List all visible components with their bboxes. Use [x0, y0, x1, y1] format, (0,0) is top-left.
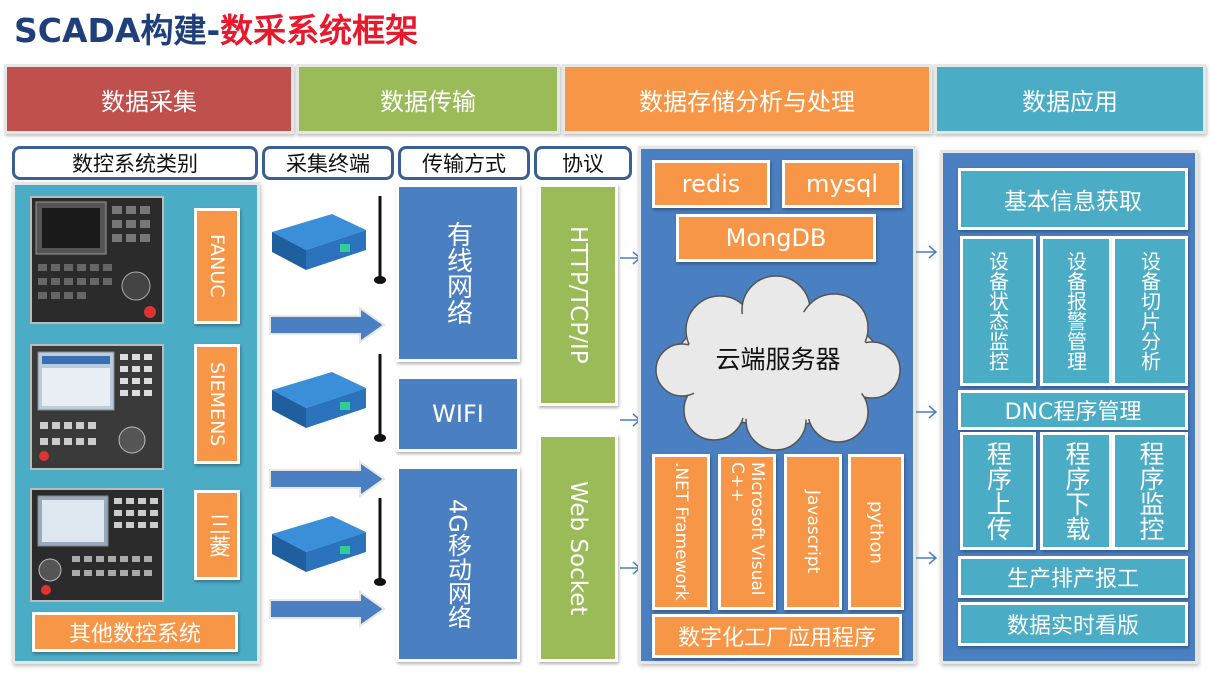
app-device-status: 设备状态监控: [960, 236, 1036, 386]
label-protocol: 协议: [534, 146, 632, 180]
brand-siemens: SIEMENS: [194, 344, 240, 464]
header-transfer: 数据传输: [296, 64, 560, 134]
gateway-device-icon-3: [272, 498, 386, 586]
protocol-websocket: Web Socket: [538, 434, 618, 662]
thin-arrow-icon-6: [916, 551, 938, 565]
brand-fanuc: FANUC: [194, 208, 240, 324]
brand-other-cnc: 其他数控系统: [32, 612, 238, 652]
arrow-right-icon-2: [269, 460, 386, 498]
app-program-download: 程序下载: [1040, 432, 1112, 550]
app-program-upload: 程序上传: [960, 432, 1036, 550]
siemens-controller-image: [30, 344, 164, 470]
db-mysql: mysql: [782, 160, 902, 208]
app-device-alarm: 设备报警管理: [1040, 236, 1112, 386]
page-title: SCADA构建-数采系统框架: [14, 4, 418, 52]
arrow-right-icon-1: [269, 306, 386, 344]
cloud-server-label: 云端服务器: [715, 345, 841, 374]
header-collect: 数据采集: [4, 64, 294, 134]
factory-app: 数字化工厂应用程序: [652, 614, 902, 658]
transport-4g: 4G移动网络: [396, 466, 520, 662]
cloud-icon: [655, 275, 901, 451]
transport-wifi: WIFI: [396, 376, 520, 452]
thin-arrow-icon-4: [916, 245, 938, 259]
fanuc-controller-image: [30, 196, 164, 324]
transport-wired: 有线网络: [396, 184, 520, 362]
header-application: 数据应用: [934, 64, 1206, 134]
thin-arrow-icon-5: [916, 405, 938, 419]
tech-python: python: [848, 454, 904, 610]
tech-javascript: Javascript: [784, 454, 842, 610]
tech-vc: Microsoft Visual C++: [718, 454, 776, 610]
label-cnc-types: 数控系统类别: [12, 146, 258, 180]
app-basic-info: 基本信息获取: [958, 168, 1188, 230]
title-main: 数采系统框架: [220, 11, 419, 50]
label-terminal: 采集终端: [262, 146, 394, 180]
gateway-device-icon-1: [272, 196, 386, 284]
header-storage: 数据存储分析与处理: [562, 64, 932, 134]
app-device-slice: 设备切片分析: [1112, 236, 1188, 386]
app-production: 生产排产报工: [958, 556, 1188, 598]
protocol-http: HTTP/TCP/IP: [538, 184, 618, 406]
gateway-device-icon-2: [272, 354, 386, 442]
brand-mitsubishi: 三菱: [194, 490, 240, 580]
db-mongodb: MongDB: [676, 214, 876, 262]
mitsubishi-controller-image: [30, 488, 164, 602]
title-prefix: SCADA构建-: [14, 11, 221, 50]
db-redis: redis: [652, 160, 770, 208]
app-program-monitor: 程序监控: [1112, 432, 1188, 550]
tech-dotnet: .NET Framework: [652, 454, 710, 610]
label-transport: 传输方式: [398, 146, 530, 180]
app-dnc: DNC程序管理: [958, 390, 1188, 430]
arrow-right-icon-3: [269, 590, 386, 628]
app-dashboard: 数据实时看版: [958, 602, 1188, 646]
